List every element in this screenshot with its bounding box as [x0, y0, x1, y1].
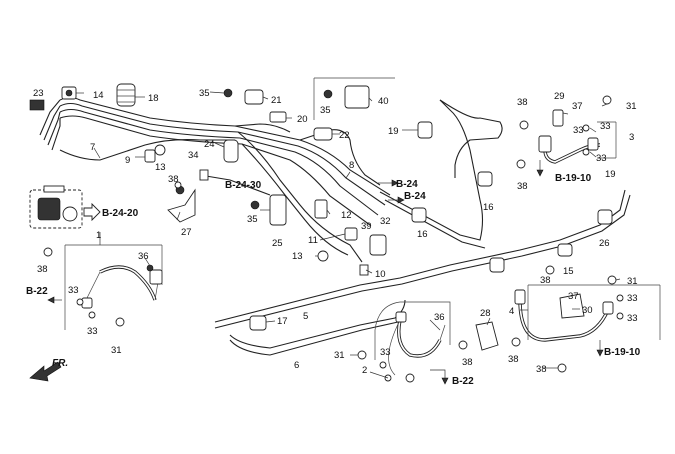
misc-parts	[29, 77, 661, 382]
abs-modulator-unit	[29, 185, 83, 229]
direction-label: FR.	[52, 358, 68, 369]
callout-15: 15	[563, 266, 574, 277]
callout-20: 20	[297, 114, 308, 125]
callout-37: 37	[572, 101, 583, 112]
callout-18: 18	[148, 93, 159, 104]
callout-38: 38	[168, 174, 179, 185]
callout-12: 12	[341, 210, 352, 221]
leader-lines	[76, 91, 621, 379]
ref-b-22: B-22	[452, 376, 474, 387]
upper-pipe-bundle	[39, 96, 391, 263]
callout-28: 28	[480, 308, 491, 319]
callout-40: 40	[378, 96, 389, 107]
callout-30: 30	[582, 305, 593, 316]
callout-33: 33	[600, 121, 611, 132]
callout-27: 27	[181, 227, 192, 238]
callout-31: 31	[111, 345, 122, 356]
callout-34: 34	[188, 150, 199, 161]
callout-35: 35	[247, 214, 258, 225]
callout-36: 36	[138, 251, 149, 262]
callout-38: 38	[517, 181, 528, 192]
callout-24: 24	[204, 139, 215, 150]
callout-31: 31	[334, 350, 345, 361]
callout-31: 31	[626, 101, 637, 112]
callout-33: 33	[596, 153, 607, 164]
callout-35: 35	[320, 105, 331, 116]
callout-5: 5	[303, 311, 308, 322]
callout-33: 33	[87, 326, 98, 337]
callout-13: 13	[292, 251, 303, 262]
ref-b-19-10: B-19-10	[604, 347, 641, 358]
ref-b-22: B-22	[26, 286, 48, 297]
callout-38: 38	[462, 357, 473, 368]
callout-37: 37	[568, 291, 579, 302]
front-left-hose	[81, 265, 163, 309]
callout-23: 23	[33, 88, 44, 99]
ref-b-24: B-24	[404, 191, 426, 202]
callout-33: 33	[627, 293, 638, 304]
reference-codes: B-24-30 B-24 B-24 B-24-20 B-19-10 B-22 B…	[26, 173, 641, 387]
callout-21: 21	[271, 95, 282, 106]
callout-22: 22	[339, 130, 350, 141]
callout-10: 10	[375, 269, 386, 280]
callout-2: 2	[362, 365, 367, 376]
callout-11: 11	[308, 235, 318, 246]
callout-9: 9	[125, 155, 130, 166]
callout-7: 7	[90, 142, 95, 153]
callout-16: 16	[417, 229, 428, 240]
callout-38: 38	[37, 264, 48, 275]
callout-3: 3	[629, 132, 634, 143]
ref-b-24-30: B-24-30	[225, 180, 262, 191]
callout-29: 29	[554, 91, 565, 102]
reference-arrows	[47, 160, 604, 385]
callout-1: 1	[96, 230, 101, 241]
long-rear-pipes	[214, 99, 631, 356]
ref-b-24-20: B-24-20	[102, 208, 139, 219]
rear-left-hose	[388, 311, 446, 383]
callout-33: 33	[627, 313, 638, 324]
callout-33: 33	[68, 285, 79, 296]
callout-25: 25	[272, 238, 283, 249]
callout-14: 14	[93, 90, 104, 101]
callout-35: 35	[199, 88, 210, 99]
callout-26: 26	[599, 238, 610, 249]
callout-6: 6	[294, 360, 299, 371]
ref-b-19-10: B-19-10	[555, 173, 592, 184]
callout-31: 31	[627, 276, 638, 287]
callout-39: 39	[361, 221, 372, 232]
callout-38: 38	[536, 364, 547, 375]
callout-16: 16	[483, 202, 494, 213]
callout-19: 19	[605, 169, 616, 180]
callout-36: 36	[434, 312, 445, 323]
callout-13: 13	[155, 162, 166, 173]
callout-38: 38	[508, 354, 519, 365]
callout-8: 8	[349, 160, 354, 171]
front-right-hose	[538, 135, 601, 164]
callout-38: 38	[540, 275, 551, 286]
callout-19: 19	[388, 126, 399, 137]
ref-b-24: B-24	[396, 179, 418, 190]
callout-32: 32	[380, 216, 391, 227]
callout-33: 33	[380, 347, 391, 358]
callout-labels: 23 14 18 35 21 35 40 20 22 19 38 29 37 3…	[33, 88, 638, 376]
callout-4: 4	[509, 306, 514, 317]
callout-17: 17	[277, 316, 288, 327]
callout-33: 33	[573, 125, 584, 136]
rear-right-hose	[514, 289, 614, 342]
callout-38: 38	[517, 97, 528, 108]
front-direction-arrow: FR.	[29, 358, 68, 382]
